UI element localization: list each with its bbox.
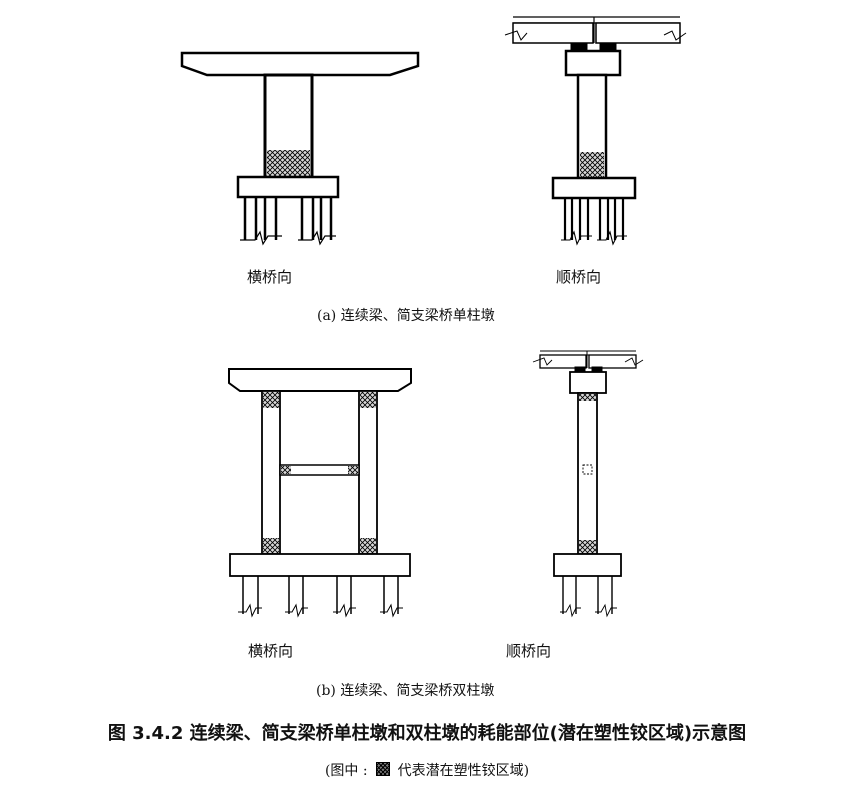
single-pier-transverse [180,51,420,246]
b-longitudinal-label: 顺桥向 [506,642,552,660]
figure-title: 图 3.4.2 连续梁、简支梁桥单柱墩和双柱墩的耗能部位(潜在塑性铰区域)示意图 [107,723,747,744]
a-transverse-label: 横桥向 [247,268,293,286]
double-pier-transverse [228,368,412,618]
double-pier-longitudinal [532,350,644,618]
legend-suffix: 代表潜在塑性铰区域) [397,763,530,779]
caption-b: (b) 连续梁、简支梁桥双柱墩 [316,683,495,699]
caption-a: (a) 连续梁、简支梁桥单柱墩 [317,308,495,324]
single-pier-longitudinal [504,16,687,246]
legend-prefix: (图中 : [324,763,368,779]
legend-note: (图中 : 代表潜在塑性铰区域) [0,760,854,780]
b-transverse-label: 横桥向 [248,642,294,660]
a-longitudinal-label: 顺桥向 [556,268,602,286]
hatch-swatch-icon [375,762,390,776]
